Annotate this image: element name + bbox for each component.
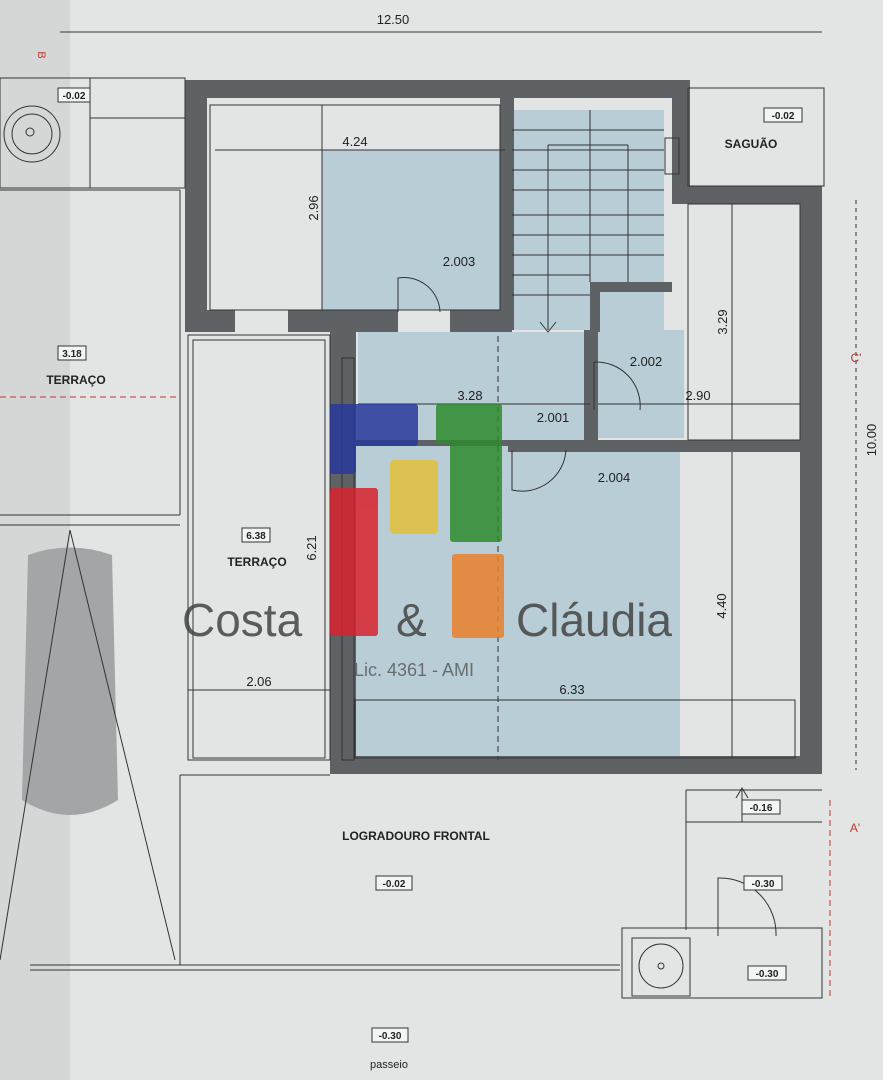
room-terraco-mid: TERRAÇO xyxy=(227,555,286,569)
car-symbol xyxy=(0,529,176,961)
dim-living-width: 6.33 xyxy=(559,682,584,697)
room-2001: 2.001 xyxy=(537,410,570,425)
section-lines xyxy=(0,396,831,1000)
dim-right-height: 10.00 xyxy=(864,424,879,457)
room-saguao: SAGUÃO xyxy=(725,136,778,151)
logo-green-block-vertical xyxy=(450,404,502,542)
section-mark-c: C' xyxy=(851,351,862,365)
level-logradouro: -0.02 xyxy=(383,879,406,890)
level-gate: -0.30 xyxy=(752,879,775,890)
dim-right-room-height: 3.29 xyxy=(715,309,730,334)
dim-top-width: 12.50 xyxy=(377,12,410,27)
level-tl: -0.02 xyxy=(63,91,86,102)
dim-room1-width: 4.24 xyxy=(342,134,367,149)
logo-red-block xyxy=(330,488,378,636)
stairs xyxy=(512,110,680,333)
level-passeio: -0.30 xyxy=(379,1031,402,1042)
tree-symbol xyxy=(3,105,61,163)
level-terr-left: 3.18 xyxy=(62,349,82,360)
room-passeio: passeio xyxy=(370,1059,408,1071)
section-mark-a: A' xyxy=(850,821,860,835)
dim-right-room-width: 2.90 xyxy=(685,388,710,403)
dim-hall-width: 3.28 xyxy=(457,388,482,403)
logo-yellow-block xyxy=(390,460,438,534)
watermark-left-text: Costa xyxy=(182,594,303,646)
watermark-right-text: Cláudia xyxy=(516,594,672,646)
level-meter: -0.30 xyxy=(756,969,779,980)
watermark-logo xyxy=(330,404,504,638)
level-markers xyxy=(57,87,803,1043)
watermark-amp: & xyxy=(396,594,427,646)
dim-room1-height: 2.96 xyxy=(306,195,321,220)
room-2003: 2.003 xyxy=(443,254,476,269)
paper-shadow xyxy=(0,0,70,1080)
level-saguao: -0.02 xyxy=(772,111,795,122)
logo-orange-block xyxy=(452,554,504,638)
entry-arrow-icon xyxy=(735,787,749,822)
doors xyxy=(397,277,777,937)
walls xyxy=(185,80,822,774)
level-terr-mid: 6.38 xyxy=(246,531,266,542)
level-entry: -0.16 xyxy=(750,803,773,814)
dim-terrace-width: 2.06 xyxy=(246,674,271,689)
watermark-license: Lic. 4361 - AMI xyxy=(354,660,474,680)
logo-blue-block-vertical xyxy=(330,404,356,474)
room-2002: 2.002 xyxy=(630,354,663,369)
section-mark-b: B xyxy=(35,51,47,58)
dim-living-height: 4.40 xyxy=(714,593,729,618)
room-terraco-left: TERRAÇO xyxy=(46,373,105,387)
room-2004: 2.004 xyxy=(598,470,631,485)
room-logradouro: LOGRADOURO FRONTAL xyxy=(342,829,490,843)
dim-terrace-height: 6.21 xyxy=(304,535,319,560)
